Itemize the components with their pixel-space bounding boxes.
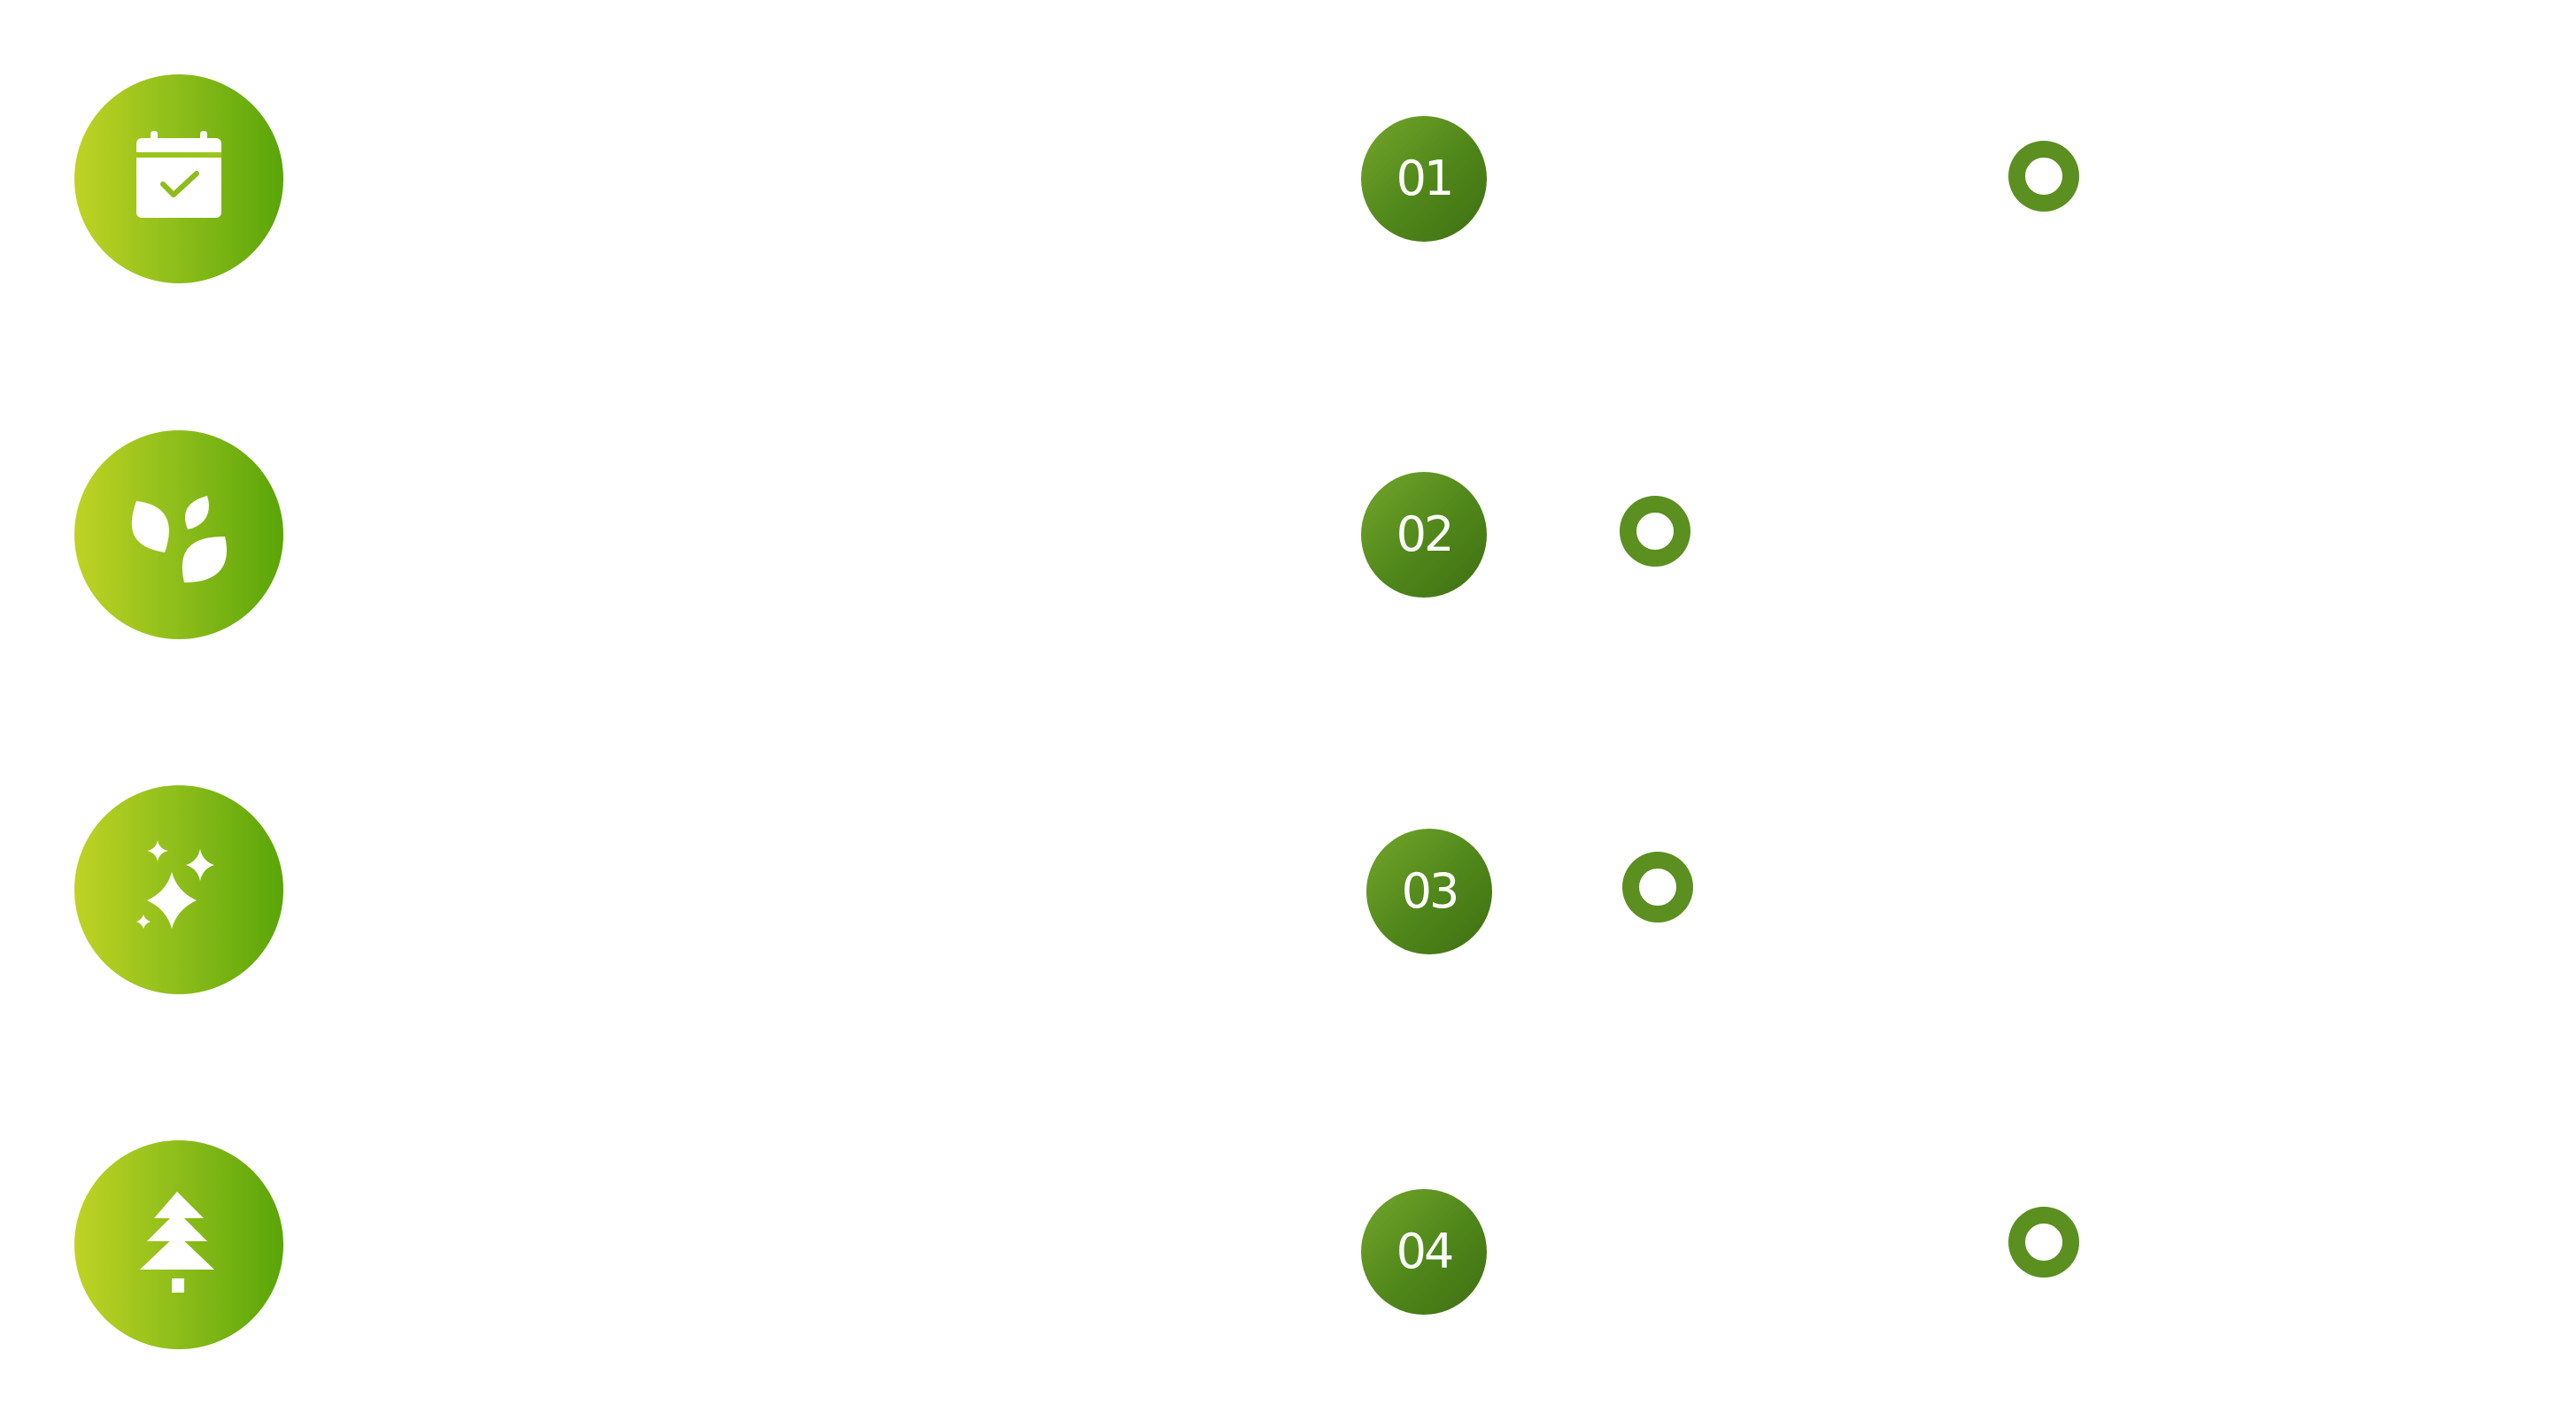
step-number-badge-4: 04 xyxy=(1361,1189,1487,1315)
step-3-icon-badge xyxy=(74,785,283,994)
calendar-check-icon xyxy=(136,131,221,218)
step-2-icon-badge xyxy=(74,430,283,639)
step-number-badge-1: 01 xyxy=(1361,116,1487,242)
sparkles-icon xyxy=(136,840,214,929)
step-number-badge-2: 02 xyxy=(1361,472,1487,598)
timeline-marker-1 xyxy=(2008,141,2079,212)
step-4-icon-badge xyxy=(74,1140,283,1349)
timeline-marker-2 xyxy=(1620,496,1690,567)
timeline-marker-3 xyxy=(1622,852,1693,923)
leaves-icon xyxy=(131,496,228,583)
timeline-marker-4 xyxy=(2008,1207,2079,1278)
pine-tree-icon xyxy=(140,1192,214,1293)
step-number-badge-3: 03 xyxy=(1366,829,1492,954)
step-1-icon-badge xyxy=(74,74,283,283)
